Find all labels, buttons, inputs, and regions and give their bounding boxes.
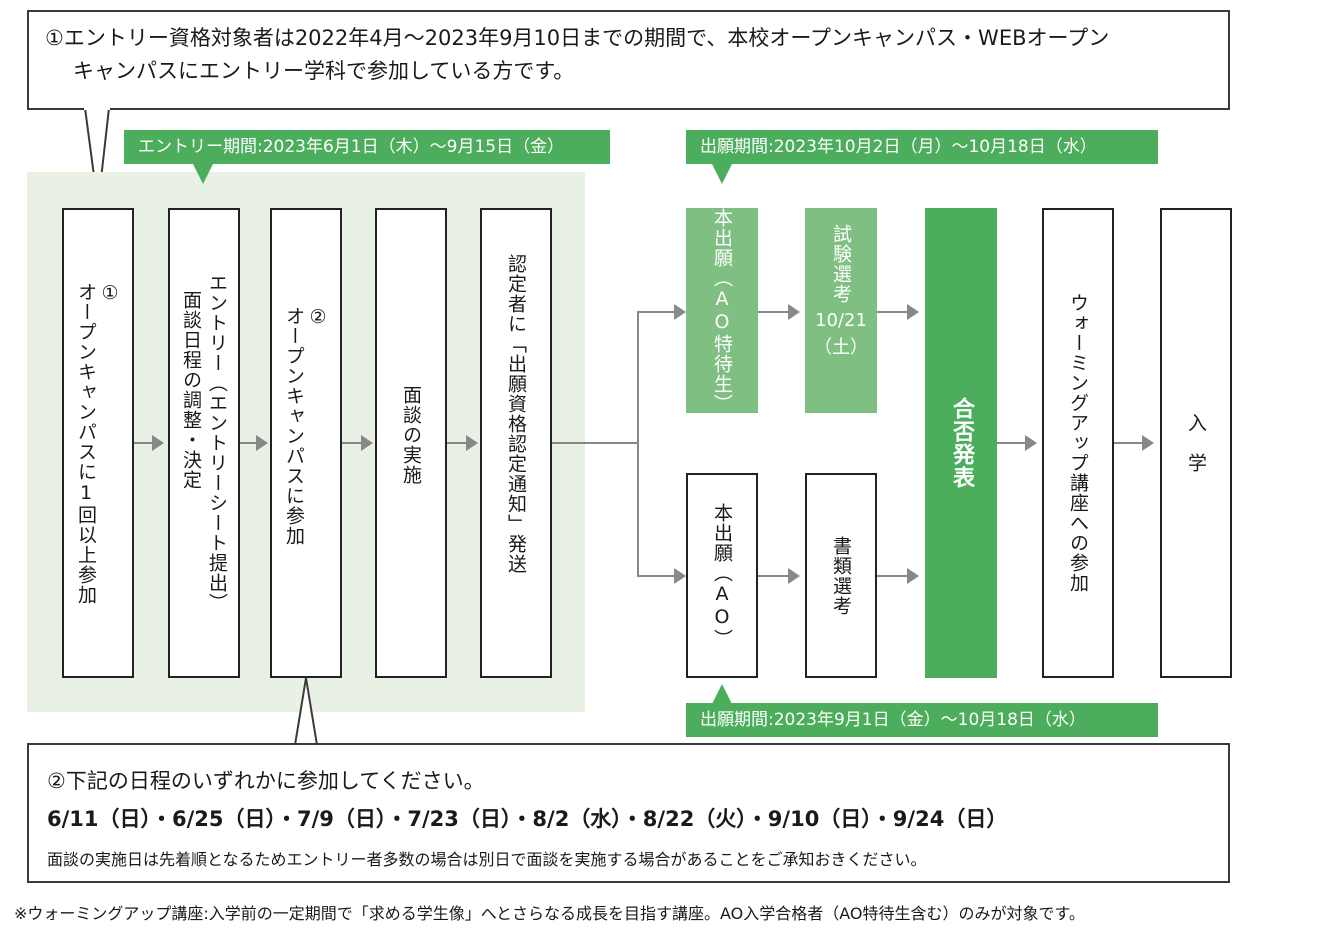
bottom-callout-pointer: [293, 677, 319, 746]
step-apply-ao-tokutai: 本出願（AO特待生）: [686, 207, 758, 414]
bottom-callout-note: 面談の実施日は先着順となるためエントリー者多数の場合は別日で面談を実施する場合が…: [47, 850, 927, 869]
step-attend-open-campus-once-label: ① オープンキャンパスに1回以上参加: [75, 281, 121, 605]
application-period-banner-bottom: 出願期間:2023年9月1日（金）～10月18日（水）: [686, 703, 1158, 737]
entry-banner-pointer: [193, 164, 213, 184]
step-admission: 入 学: [1160, 208, 1232, 678]
application-banner-top-pointer: [712, 164, 732, 184]
connector-4-5: [447, 442, 466, 444]
step-attend-open-campus: ② オープンキャンパスに参加: [270, 208, 342, 678]
bottom-callout-heading: ②下記の日程のいずれかに参加してください。: [47, 769, 485, 793]
arrow-exam-result: [907, 304, 919, 320]
step-entry: エントリー（エントリーシート提出） 面談日程の調整・決定: [168, 208, 240, 678]
step-exam-day: （土）: [814, 337, 868, 358]
step-warming-up-course: ウォーミングアップ講座への参加: [1042, 208, 1114, 678]
step-apply-ao-tokutai-label: 本出願（AO特待生）: [711, 207, 733, 414]
step-apply-ao: 本出願（AO）: [686, 473, 758, 678]
arrow-4-5: [466, 435, 478, 451]
branch-arrow-upper: [674, 304, 686, 320]
application-period-banner-top: 出願期間:2023年10月2日（月）～10月18日（水）: [686, 130, 1158, 164]
connector-document-result: [877, 575, 907, 577]
step-exam-date: 10/21: [815, 310, 867, 331]
step-admission-label: 入 学: [1185, 413, 1207, 473]
step-result-announcement-label: 合否発表: [949, 397, 974, 489]
arrow-ao-document: [788, 568, 800, 584]
step-exam: 試験選考 10/21 （土）: [805, 208, 877, 413]
entry-period-banner: エントリー期間:2023年6月1日（木）～9月15日（金）: [124, 130, 610, 164]
top-callout-pointer: [83, 106, 111, 207]
step-attend-open-campus-once: ① オープンキャンパスに1回以上参加: [62, 208, 134, 678]
step-document-screening-label: 書類選考: [830, 535, 852, 616]
top-callout-line2: キャンパスにエントリー学科で参加している方です。: [73, 59, 575, 83]
step-interview: 面談の実施: [375, 208, 447, 678]
arrow-2-3: [256, 435, 268, 451]
top-callout: [27, 10, 1230, 110]
bottom-callout: ②下記の日程のいずれかに参加してください。 6/11（日）・6/25（日）・7/…: [27, 743, 1230, 883]
branch-arrow-lower: [674, 568, 686, 584]
step-exam-label: 試験選考: [830, 224, 852, 304]
step-warming-up-course-label: ウォーミングアップ講座への参加: [1067, 293, 1089, 593]
arrow-1-2: [152, 435, 164, 451]
bottom-callout-dates: 6/11（日）・6/25（日）・7/9（日）・7/23（日）・8/2（水）・8/…: [47, 807, 1008, 831]
step-qualification-notice: 認定者に「出願資格認定通知」発送: [480, 208, 552, 678]
step-document-screening: 書類選考: [805, 473, 877, 678]
connector-2-3: [240, 442, 256, 444]
connector-exam-result: [877, 311, 907, 313]
arrow-tokutai-exam: [788, 304, 800, 320]
step-result-announcement: 合否発表: [925, 208, 997, 678]
connector-tokutai-exam: [758, 311, 788, 313]
arrow-warmup-admission: [1142, 435, 1154, 451]
branch-connector-upper: [637, 311, 674, 313]
step-qualification-notice-label: 認定者に「出願資格認定通知」発送: [505, 254, 527, 574]
top-callout-line1: ①エントリー資格対象者は2022年4月～2023年9月10日までの期間で、本校オ…: [45, 26, 1110, 50]
arrow-result-warmup: [1025, 435, 1037, 451]
connector-warmup-admission: [1114, 442, 1142, 444]
application-banner-bottom-pointer: [712, 684, 732, 704]
step-interview-label: 面談の実施: [400, 385, 422, 485]
step-apply-ao-label: 本出願（AO）: [711, 502, 733, 649]
step-entry-label: エントリー（エントリーシート提出）: [206, 273, 228, 613]
connector-result-warmup: [997, 442, 1025, 444]
connector-3-4: [342, 442, 361, 444]
arrow-3-4: [361, 435, 373, 451]
footnote: ※ウォーミングアップ講座:入学前の一定期間で「求める学生像」へとさらなる成長を目…: [14, 904, 1085, 923]
branch-connector-lower: [637, 575, 674, 577]
step-attend-open-campus-label: ② オープンキャンパスに参加: [283, 306, 329, 546]
connector-1-2: [134, 442, 154, 444]
branch-connector-main: [552, 442, 638, 444]
arrow-document-result: [907, 568, 919, 584]
branch-connector-vertical: [637, 311, 639, 577]
connector-ao-document: [758, 575, 788, 577]
step-entry-sublabel: 面談日程の調整・決定: [180, 290, 202, 490]
